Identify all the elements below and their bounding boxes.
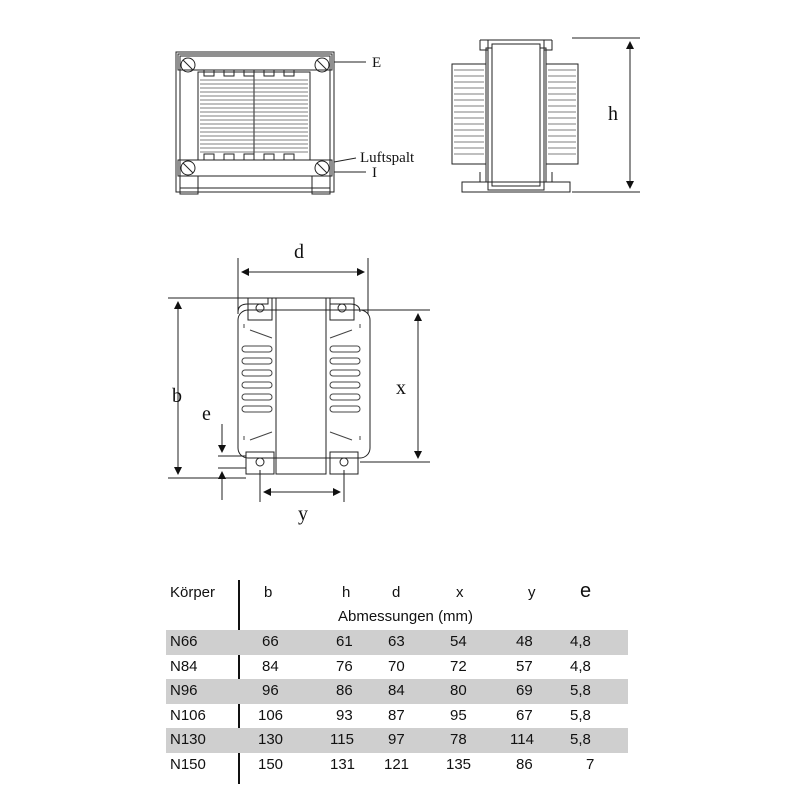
label-y: y [298,503,308,525]
dimension-x [360,309,430,463]
label-x: x [396,377,406,399]
header-col-x: x [456,584,464,601]
header-col-e: e [580,580,592,602]
table-row: N106 106 93 87 95 67 5,8 [170,706,591,724]
table-row: N96 96 86 84 80 69 5,8 [166,679,628,704]
dimension-b [168,297,276,479]
header-col-d: d [392,584,401,601]
header-subtitle: Abmessungen (mm) [338,608,474,625]
label-luftspalt: Luftspalt [360,150,415,166]
coil-windings-front [200,79,308,153]
header-col-y: y [528,584,536,601]
dimension-d [237,258,369,314]
label-i-core: I [372,165,377,181]
table-row: N84 84 76 70 72 57 4,8 [170,657,591,675]
front-view-lamination [175,51,335,195]
dimension-h [572,37,640,193]
label-e-core: E [372,55,381,71]
header-body: Körper [170,584,216,601]
table-row: N130 130 115 97 78 114 5,8 [166,728,628,753]
label-h: h [608,103,618,125]
table-row: N150 150 131 121 135 86 7 [170,755,595,773]
side-view [451,39,579,193]
header-col-b: b [264,584,273,601]
label-b: b [172,385,182,407]
front-view-leaders [333,61,366,173]
coil-windings-side [454,69,576,155]
dimensions-table: Körper b h d x y e Abmessungen (mm) N66 … [166,578,628,777]
top-view [218,297,371,475]
table-row: N66 66 61 63 54 48 4,8 [166,630,628,655]
winding-fins [241,324,361,441]
header-col-h: h [342,584,351,601]
dimension-y [259,470,345,502]
table-header: Körper b h d x y e Abmessungen (mm) [166,578,628,630]
label-e-dim: e [202,403,211,425]
label-d: d [294,241,304,263]
